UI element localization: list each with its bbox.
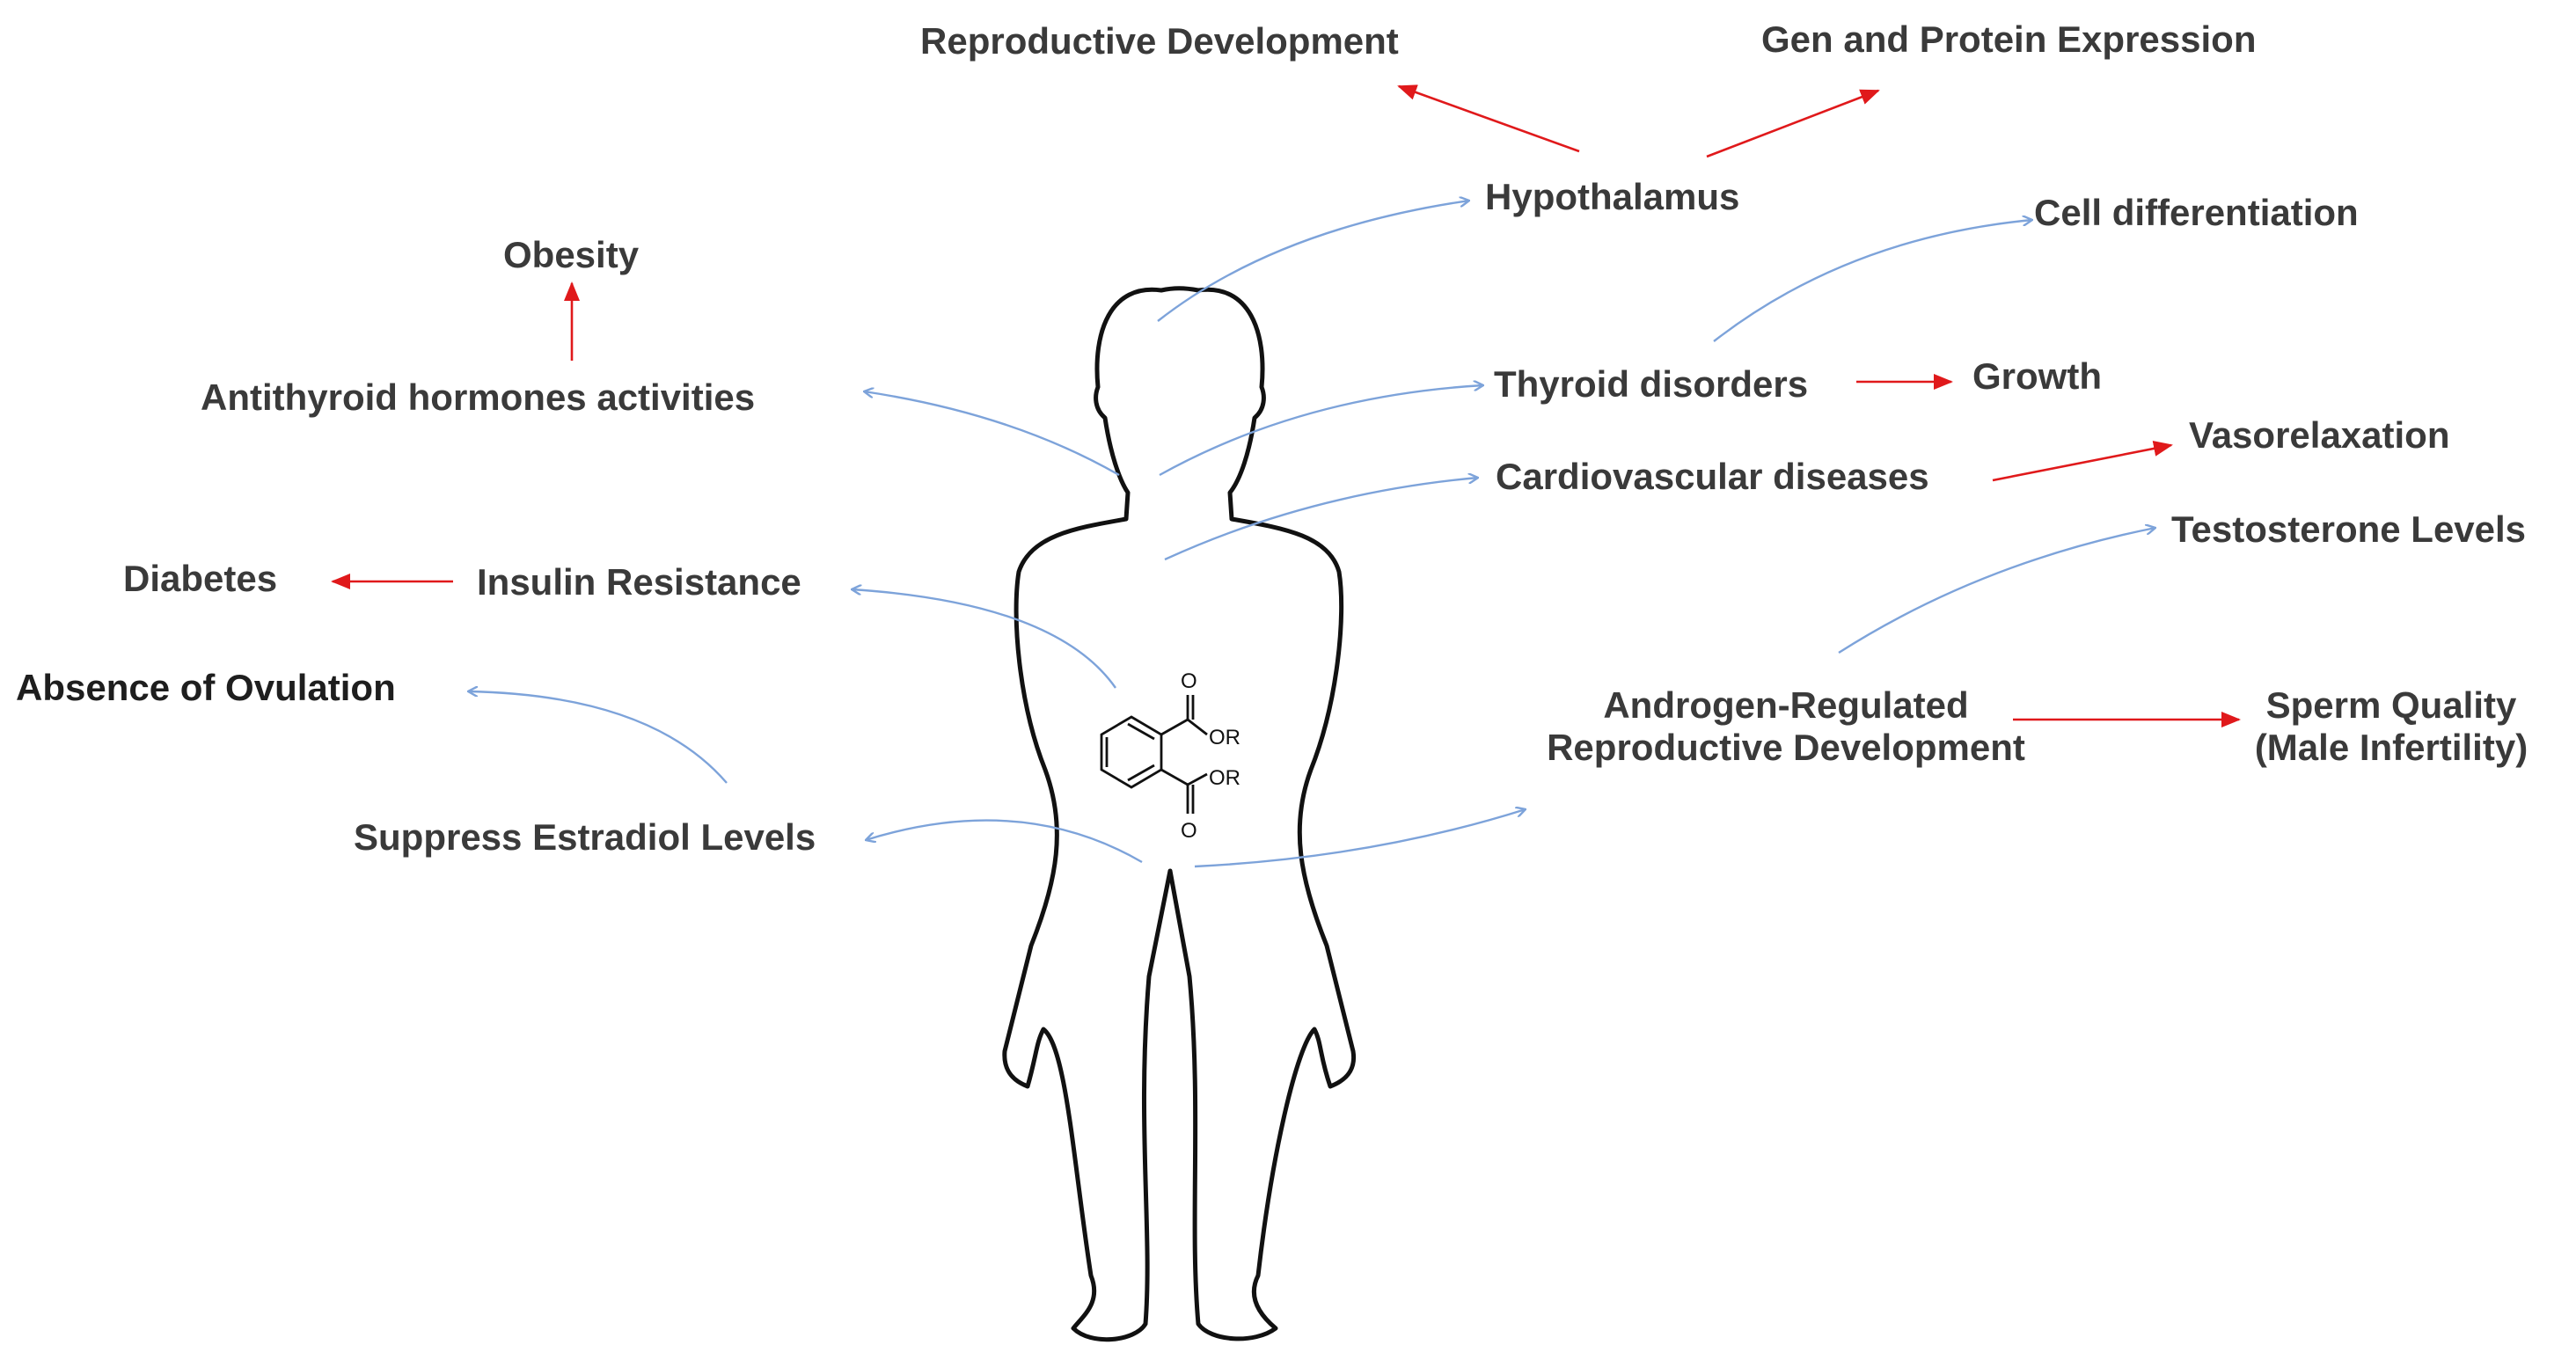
carbonyl-o-top: O: [1181, 669, 1197, 693]
arrow-to-cell-differentiation: [1713, 220, 2032, 342]
label-thyroid-disorders: Thyroid disorders: [1494, 363, 1809, 405]
carbonyl-o-bottom: O: [1181, 819, 1197, 843]
label-antithyroid-hormones: Antithyroid hormones activities: [201, 376, 756, 418]
label-obesity: Obesity: [503, 234, 640, 275]
label-diabetes: Diabetes: [123, 558, 278, 599]
label-testosterone-levels: Testosterone Levels: [2171, 508, 2527, 550]
phthalate-molecule: [1100, 695, 1208, 814]
ester-or-top: OR: [1209, 726, 1240, 749]
arrow-to-thyroid-disorders: [1159, 385, 1483, 477]
arrow-to-reproductive-development: [1397, 84, 1580, 153]
label-reproductive-development: Reproductive Development: [920, 20, 1399, 62]
label-cell-differentiation: Cell differentiation: [2034, 192, 2359, 233]
label-absence-of-ovulation: Absence of Ovulation: [16, 667, 396, 708]
arrow-to-antithyroid: [864, 391, 1120, 477]
label-vasorelaxation: Vasorelaxation: [2189, 414, 2450, 456]
label-androgen-regulated: Androgen-Regulated Reproductive Developm…: [1504, 684, 2067, 770]
arrow-to-androgen-regulated: [1194, 809, 1526, 868]
label-insulin-resistance: Insulin Resistance: [477, 561, 801, 603]
sperm-line-1: Sperm Quality: [2265, 684, 2517, 726]
ester-or-bottom: OR: [1209, 766, 1240, 790]
arrow-to-testosterone: [1838, 528, 2155, 654]
label-cardiovascular-diseases: Cardiovascular diseases: [1496, 456, 1929, 497]
arrow-to-vasorelaxation: [1992, 441, 2173, 482]
sperm-line-2: (Male Infertility): [2254, 727, 2528, 769]
label-growth: Growth: [1972, 355, 2102, 397]
label-suppress-estradiol: Suppress Estradiol Levels: [354, 816, 816, 858]
androgen-line-1: Androgen-Regulated: [1603, 684, 1969, 726]
arrow-to-hypothalamus: [1157, 201, 1469, 322]
label-sperm-quality: Sperm Quality (Male Infertility): [2224, 684, 2558, 770]
arrow-to-cardiovascular: [1164, 478, 1478, 561]
arrow-to-gen-protein-expression: [1706, 89, 1880, 158]
androgen-line-2: Reproductive Development: [1547, 727, 2025, 769]
arrow-to-suppress-estradiol: [866, 819, 1143, 864]
label-hypothalamus: Hypothalamus: [1485, 176, 1740, 217]
arrow-to-insulin-resistance: [852, 589, 1116, 689]
arrow-to-absence-of-ovulation: [468, 691, 728, 784]
label-gen-protein-expression: Gen and Protein Expression: [1761, 18, 2257, 60]
human-body-outline: [1002, 286, 1357, 1342]
